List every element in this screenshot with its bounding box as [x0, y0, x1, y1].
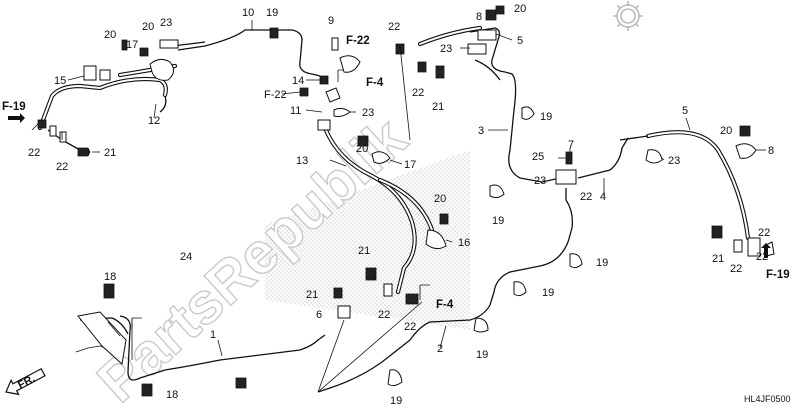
- callout-16: 16: [458, 237, 470, 249]
- callout-12: 12: [148, 115, 160, 127]
- callout-20d: 20: [356, 143, 368, 155]
- callout-3: 3: [478, 125, 484, 137]
- callout-1: 1: [210, 329, 216, 341]
- callout-2: 2: [437, 343, 443, 355]
- callout-18a: 18: [104, 271, 116, 283]
- callout-23a: 23: [160, 17, 172, 29]
- callout-20g: 21: [306, 289, 318, 301]
- callout-21e: 22: [580, 191, 592, 203]
- callout-23b: 23: [440, 43, 452, 55]
- callout-17a: 17: [126, 39, 138, 51]
- reference-arrows: [8, 113, 771, 258]
- callout-21a: 21: [104, 147, 116, 159]
- callout-14: 14: [292, 75, 304, 87]
- callout-25: F-22: [264, 89, 287, 101]
- front-direction-arrow: FR.: [5, 367, 46, 396]
- callout-8b: 8: [768, 145, 774, 157]
- callout-10: 10: [242, 7, 254, 19]
- callout-18b: 18: [166, 389, 178, 401]
- callout-11: 11: [290, 105, 301, 117]
- callout-6: 6: [316, 309, 322, 321]
- callout-22j: 23: [534, 175, 546, 187]
- brake-pipe-4: [577, 137, 629, 179]
- ref-f19-center: F-4: [436, 299, 454, 311]
- callout-8a: 8: [476, 11, 482, 23]
- leader-lines: [31, 20, 766, 357]
- ref-f4-top: F-4: [366, 77, 384, 89]
- callout-20b: 20: [142, 21, 154, 33]
- callout-19b: 19: [540, 111, 552, 123]
- callout-22e: 22: [378, 309, 390, 321]
- brake-pipe-1: [119, 315, 326, 381]
- callout-20a: 20: [104, 29, 116, 41]
- brake-hose-5-right: [645, 130, 751, 241]
- callout-9: 9: [328, 15, 334, 27]
- callout-19d: 19: [596, 257, 608, 269]
- callout-22g: 22: [758, 227, 770, 239]
- callout-5b: 5: [682, 105, 688, 117]
- callout-22d: 22: [412, 87, 424, 99]
- callout-22a: 22: [28, 147, 40, 159]
- ref-f19-left: F-19: [2, 101, 26, 113]
- callout-labels: 1 2 3 4 5 5 6 7 8 8 9 10 11 12 13 14 15 …: [2, 3, 790, 407]
- callout-23e: 24: [180, 251, 192, 263]
- callout-20f: 20: [720, 125, 732, 137]
- callout-19a: 19: [266, 7, 278, 19]
- figure-code: HL4JF0500: [744, 394, 791, 404]
- callout-22f: 22: [404, 321, 416, 333]
- callout-19g: 19: [390, 395, 402, 407]
- brake-pipe-10: [177, 29, 321, 77]
- callout-21b: 21: [432, 101, 444, 113]
- callout-20e: 20: [434, 193, 446, 205]
- callout-7: 7: [568, 139, 574, 151]
- ref-f22-left: F-22: [346, 35, 370, 47]
- callout-19c: 19: [492, 215, 504, 227]
- callout-22b: 22: [56, 161, 68, 173]
- watermark-dot-area: [265, 150, 470, 330]
- callout-15: 15: [54, 75, 66, 87]
- gear-icon: [613, 1, 643, 31]
- callout-21d: 21: [358, 245, 370, 257]
- callout-4: 4: [600, 191, 606, 203]
- callout-22i: 22: [730, 263, 742, 275]
- callout-20c: 20: [514, 3, 526, 15]
- callout-13: 13: [296, 155, 308, 167]
- callout-5a: 5: [517, 35, 523, 47]
- bolt-22a: [37, 119, 47, 129]
- callout-19f: 19: [476, 349, 488, 361]
- ref-f22-right: F-19: [766, 269, 790, 281]
- callout-24: 25: [532, 151, 544, 163]
- callout-21c: 21: [712, 253, 724, 265]
- callout-23d: 23: [668, 155, 680, 167]
- callout-23c: 23: [362, 107, 374, 119]
- callout-22c: 22: [388, 21, 400, 33]
- brake-pipe-2: [317, 188, 574, 393]
- callout-17b: 17: [404, 159, 416, 171]
- fittings: [37, 5, 775, 397]
- callout-19e: 19: [542, 287, 554, 299]
